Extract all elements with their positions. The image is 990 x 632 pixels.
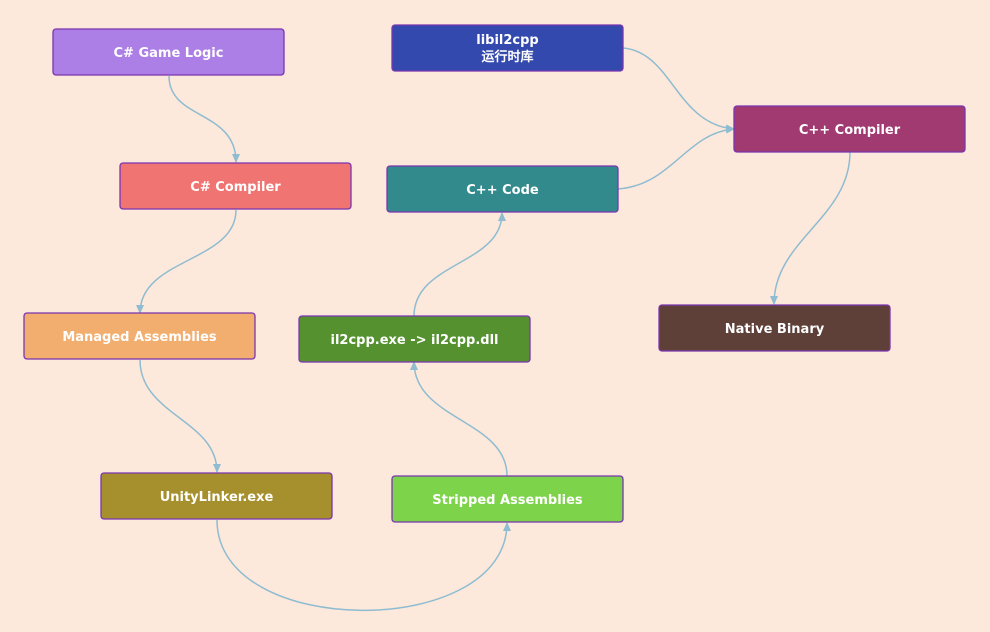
node-unitylinker[interactable]: UnityLinker.exe: [100, 472, 333, 520]
node-cpp-code[interactable]: C++ Code: [386, 165, 619, 213]
edge-libil2cpp-to-cpp-compiler: [622, 47, 735, 133]
node-label: Native Binary: [725, 322, 825, 337]
node-label: Managed Assemblies: [62, 330, 217, 345]
edge-csharp-compiler-to-managed-assemblies: [136, 209, 237, 314]
edge-cpp-compiler-to-native-binary: [770, 151, 851, 305]
node-label: C++ Compiler: [799, 123, 901, 138]
edge-il2cpp-to-cpp-code: [413, 212, 506, 317]
node-il2cpp[interactable]: il2cpp.exe -> il2cpp.dll: [298, 315, 531, 363]
node-label: C# Game Logic: [114, 46, 224, 61]
node-label: UnityLinker.exe: [160, 490, 274, 505]
node-stripped-assemblies[interactable]: Stripped Assemblies: [391, 475, 624, 523]
edge-managed-assemblies-to-unitylinker: [139, 359, 221, 473]
node-cpp-compiler[interactable]: C++ Compiler: [733, 105, 966, 153]
node-csharp-compiler[interactable]: C# Compiler: [119, 162, 352, 210]
node-label: C# Compiler: [190, 180, 281, 195]
node-label-line-1: libil2cpp: [476, 33, 539, 48]
nodes-layer: C# Game Logic C# Compiler Managed Assemb…: [23, 24, 966, 523]
edge-csharp-game-logic-to-csharp-compiler: [168, 75, 240, 163]
node-managed-assemblies[interactable]: Managed Assemblies: [23, 312, 256, 360]
node-label-line-2: 运行时库: [481, 49, 533, 65]
edge-cpp-code-to-cpp-compiler: [617, 125, 735, 190]
node-csharp-game-logic[interactable]: C# Game Logic: [52, 28, 285, 76]
edges-layer: [136, 47, 851, 612]
edge-unitylinker-to-stripped-assemblies: [216, 519, 511, 612]
node-label: Stripped Assemblies: [432, 493, 583, 508]
node-label: il2cpp.exe -> il2cpp.dll: [330, 333, 498, 348]
node-libil2cpp[interactable]: libil2cpp 运行时库: [391, 24, 624, 72]
node-native-binary[interactable]: Native Binary: [658, 304, 891, 352]
edge-stripped-assemblies-to-il2cpp: [410, 361, 508, 477]
node-label: C++ Code: [466, 183, 539, 198]
